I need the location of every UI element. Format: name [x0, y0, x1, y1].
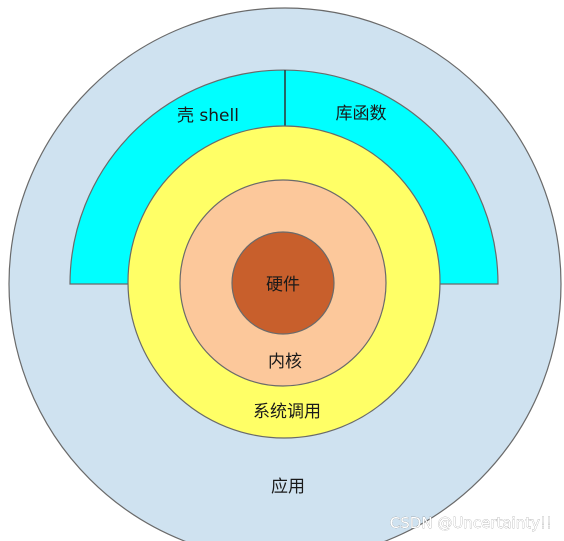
- library-label: 库函数: [336, 104, 387, 124]
- shell-label: 壳 shell: [177, 106, 239, 126]
- kernel-label: 内核: [268, 352, 302, 372]
- syscall-label: 系统调用: [253, 402, 321, 422]
- watermark: CSDN @Uncertainty!!: [390, 514, 552, 532]
- applications-label: 应用: [271, 477, 305, 497]
- hardware-core: [231, 231, 335, 335]
- hardware-label: 硬件: [266, 275, 300, 295]
